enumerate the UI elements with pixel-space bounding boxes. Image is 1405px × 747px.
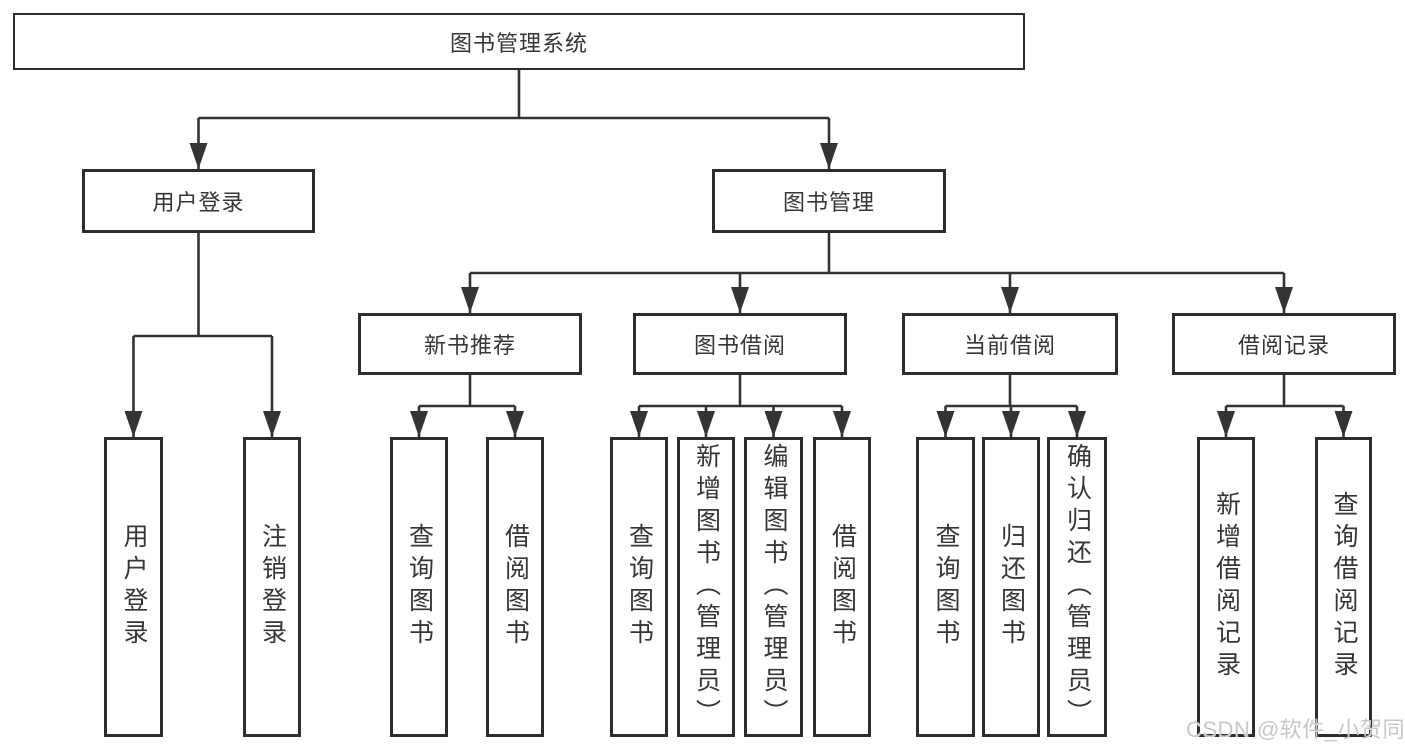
leaf-logout: 注销登录: [243, 437, 301, 737]
leaf-user-login: 用户登录: [104, 437, 163, 737]
leaf-label: 新增图书（管理员）: [692, 443, 721, 731]
leaf-query-books-borrow: 查询图书: [610, 437, 668, 737]
leaf-label: 编辑图书（管理员）: [760, 443, 788, 731]
node-label: 图书管理: [782, 190, 875, 215]
leaf-return-books: 归还图书: [982, 437, 1040, 737]
leaf-label: 注销登录: [258, 523, 287, 651]
node-label: 图书借阅: [693, 333, 786, 358]
node-label: 新书推荐: [423, 333, 516, 358]
leaf-label: 借阅图书: [828, 523, 857, 651]
leaf-add-books-admin: 新增图书（管理员）: [677, 437, 735, 737]
node-book-borrow: 图书借阅: [633, 313, 847, 375]
leaf-query-books-current: 查询图书: [916, 437, 975, 737]
leaf-label: 查询图书: [932, 523, 960, 651]
leaf-confirm-return-admin: 确认归还（管理员）: [1047, 437, 1107, 737]
leaf-edit-books-admin: 编辑图书（管理员）: [744, 437, 803, 737]
leaf-borrow-books-recommend: 借阅图书: [486, 437, 544, 737]
node-label: 当前借阅: [963, 333, 1056, 358]
leaf-label: 用户登录: [120, 523, 148, 651]
csdn-watermark: CSDN @软件_小贺同学: [1186, 717, 1405, 742]
node-borrow-records: 借阅记录: [1172, 313, 1396, 375]
leaf-label: 确认归还（管理员）: [1063, 443, 1092, 731]
node-book-management: 图书管理: [712, 169, 946, 233]
leaf-query-books-recommend: 查询图书: [390, 437, 448, 737]
leaf-add-borrow-record: 新增借阅记录: [1197, 437, 1255, 737]
leaf-label: 归还图书: [997, 523, 1026, 651]
leaf-label: 借阅图书: [501, 523, 530, 651]
leaf-label: 查询借阅记录: [1330, 491, 1358, 683]
node-label: 用户登录: [152, 190, 245, 215]
node-user-login: 用户登录: [82, 169, 315, 233]
node-new-book-recommend: 新书推荐: [358, 313, 582, 375]
leaf-label: 查询图书: [625, 523, 654, 651]
node-label: 借阅记录: [1237, 333, 1330, 358]
node-library-management-system: 图书管理系统: [13, 13, 1025, 70]
leaf-borrow-books: 借阅图书: [813, 437, 871, 737]
leaf-label: 新增借阅记录: [1212, 491, 1241, 683]
node-current-borrow: 当前借阅: [902, 313, 1118, 375]
leaf-query-borrow-record: 查询借阅记录: [1315, 437, 1372, 737]
leaf-label: 查询图书: [405, 523, 434, 651]
node-label: 图书管理系统: [449, 30, 588, 56]
